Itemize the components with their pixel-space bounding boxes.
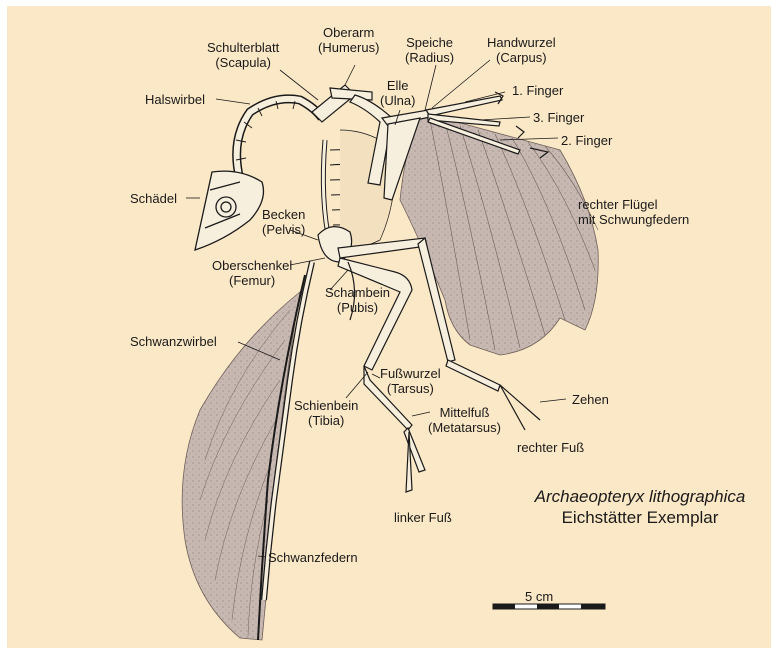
- scale-bar: [493, 604, 605, 609]
- label-handwurzel-latin: (Carpus): [487, 50, 556, 65]
- label-oberschenkel-name: Oberschenkel: [212, 258, 292, 273]
- label-elle-latin: (Ulna): [380, 93, 415, 108]
- label-schulterblatt: Schulterblatt (Scapula): [207, 40, 279, 70]
- label-mittelfuss-latin: (Metatarsus): [428, 420, 501, 435]
- label-halswirbel: Halswirbel: [145, 92, 205, 107]
- label-rechter-fluegel-line1: rechter Flügel: [578, 197, 689, 212]
- skull: [195, 171, 264, 250]
- scale-bar-label: 5 cm: [525, 589, 553, 604]
- tail-feathers: [182, 275, 305, 640]
- label-mittelfuss: Mittelfuß (Metatarsus): [428, 405, 501, 435]
- label-schwanzwirbel: Schwanzwirbel: [130, 334, 217, 349]
- label-becken: Becken (Pelvis): [262, 207, 305, 237]
- label-fusswurzel-name: Fußwurzel: [380, 366, 441, 381]
- label-handwurzel-name: Handwurzel: [487, 35, 556, 50]
- label-zehen: Zehen: [572, 392, 609, 407]
- label-oberarm: Oberarm (Humerus): [318, 25, 379, 55]
- label-oberarm-name: Oberarm: [318, 25, 379, 40]
- label-oberschenkel-latin: (Femur): [212, 273, 292, 288]
- right-wing-feathers: [400, 112, 598, 355]
- label-mittelfuss-name: Mittelfuß: [428, 405, 501, 420]
- label-finger-3: 3. Finger: [533, 110, 584, 125]
- label-schienbein-name: Schienbein: [294, 398, 358, 413]
- label-becken-latin: (Pelvis): [262, 222, 305, 237]
- label-speiche-name: Speiche: [405, 35, 454, 50]
- species-name: Archaeopteryx lithographica: [500, 486, 778, 507]
- species-caption: Archaeopteryx lithographica Eichstätter …: [500, 486, 778, 528]
- label-schambein-latin: (Pubis): [325, 300, 390, 315]
- label-becken-name: Becken: [262, 207, 305, 222]
- label-speiche: Speiche (Radius): [405, 35, 454, 65]
- specimen-name: Eichstätter Exemplar: [500, 507, 778, 528]
- label-schulterblatt-latin: (Scapula): [207, 55, 279, 70]
- label-schienbein-latin: (Tibia): [294, 413, 358, 428]
- label-schulterblatt-name: Schulterblatt: [207, 40, 279, 55]
- label-fusswurzel-latin: (Tarsus): [380, 381, 441, 396]
- label-rechter-fuss: rechter Fuß: [517, 440, 584, 455]
- label-handwurzel: Handwurzel (Carpus): [487, 35, 556, 65]
- label-elle-name: Elle: [380, 78, 415, 93]
- label-schambein: Schambein (Pubis): [325, 285, 390, 315]
- label-schwanzfedern: Schwanzfedern: [268, 550, 358, 565]
- label-oberschenkel: Oberschenkel (Femur): [212, 258, 292, 288]
- label-schienbein: Schienbein (Tibia): [294, 398, 358, 428]
- label-schambein-name: Schambein: [325, 285, 390, 300]
- label-rechter-fluegel-line2: mit Schwungfedern: [578, 212, 689, 227]
- neck-vertebrae: [236, 99, 322, 180]
- label-schaedel: Schädel: [130, 191, 177, 206]
- label-finger-2: 2. Finger: [561, 133, 612, 148]
- label-elle: Elle (Ulna): [380, 78, 415, 108]
- label-fusswurzel: Fußwurzel (Tarsus): [380, 366, 441, 396]
- label-linker-fuss: linker Fuß: [394, 510, 452, 525]
- label-oberarm-latin: (Humerus): [318, 40, 379, 55]
- label-speiche-latin: (Radius): [405, 50, 454, 65]
- label-finger-1: 1. Finger: [512, 83, 563, 98]
- label-rechter-fluegel: rechter Flügel mit Schwungfedern: [578, 197, 689, 227]
